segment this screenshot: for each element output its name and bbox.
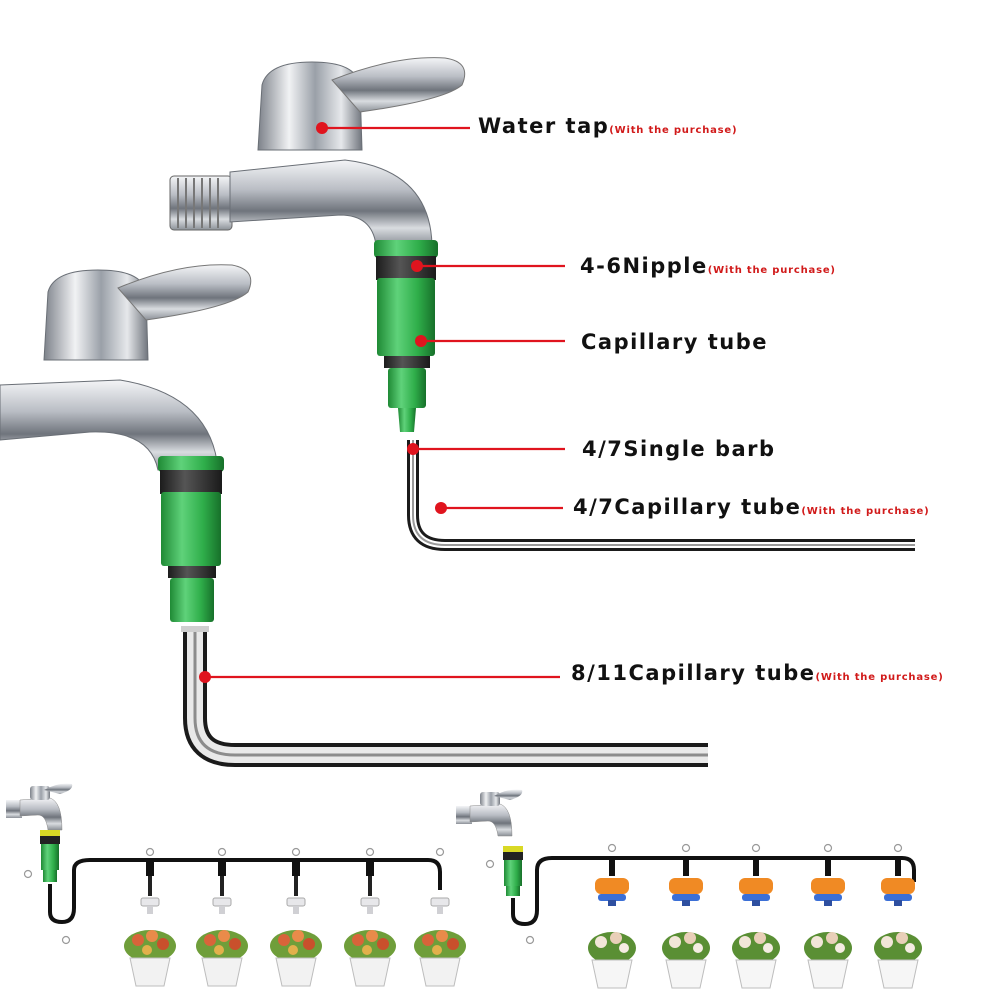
flower-pot-icon (344, 930, 396, 987)
callout-label: 4/7Single barb (582, 437, 776, 461)
dripper-stake (366, 860, 374, 876)
quick-connector-icon (374, 240, 438, 432)
quick-connector-icon (503, 846, 523, 896)
water-tap-icon (456, 789, 523, 837)
diagram-marker (365, 847, 375, 857)
flower-pot-icon (804, 932, 852, 989)
flower-pot-icon (414, 930, 466, 987)
water-tap-icon (6, 783, 73, 831)
kit-orange-emitters (456, 789, 922, 989)
leader-capillary-tube-dot (415, 335, 427, 347)
dripper-tube (753, 858, 759, 876)
dripper-stake (218, 860, 226, 876)
diagram-marker (681, 843, 691, 853)
diagram-marker (751, 843, 761, 853)
dripper-tube (609, 858, 615, 876)
callout-label: 4-6Nipple (580, 254, 708, 278)
dripper-tube (294, 876, 298, 896)
diagram-marker (217, 847, 227, 857)
dripper-stake (146, 860, 154, 876)
diagram-marker (435, 847, 445, 857)
dripper-tube (825, 858, 831, 876)
callout-label: Capillary tube (581, 330, 769, 354)
diagram-marker (525, 935, 535, 945)
flower-pot-icon (124, 930, 176, 987)
diagram-marker (23, 869, 33, 879)
diagram-marker (893, 843, 903, 853)
flower-pot-icon (588, 932, 636, 989)
callout-tube-8-11: 8/11Capillary tube(With the purchase) (571, 661, 944, 685)
quick-connector-icon (40, 830, 60, 882)
mist-nozzle-icon (212, 897, 232, 914)
dripper-tube (368, 876, 372, 896)
dripper-tube (148, 876, 152, 896)
dripper-tube (895, 858, 901, 876)
drip-emitter-icon (595, 878, 629, 906)
mist-nozzle-icon (286, 897, 306, 914)
diagram-marker (823, 843, 833, 853)
callout-water-tap: Water tap(With the purchase) (478, 114, 737, 138)
flower-pot-icon (732, 932, 780, 989)
callout-note: (With the purchase) (609, 125, 738, 136)
flower-pot-icon (196, 930, 248, 987)
quick-connector-icon (158, 456, 224, 622)
leader-tube-8-11-dot (199, 671, 211, 683)
diagram-marker (61, 935, 71, 945)
dripper-tube (220, 876, 224, 896)
diagram-marker (291, 847, 301, 857)
callout-note: (With the purchase) (801, 506, 930, 517)
diagram-marker (607, 843, 617, 853)
callout-label: Water tap (478, 114, 610, 138)
diagram-marker (145, 847, 155, 857)
callout-label: 4/7Capillary tube (573, 495, 802, 519)
mist-nozzle-icon (360, 897, 380, 914)
water-tap-icon (169, 57, 466, 246)
callout-capillary-tube: Capillary tube (581, 330, 768, 354)
drip-emitter-icon (881, 878, 915, 906)
dripper-stake (292, 860, 300, 876)
mist-nozzle-icon (430, 897, 450, 914)
mist-nozzle-icon (140, 897, 160, 914)
callout-note: (With the purchase) (707, 265, 836, 276)
callout-nipple: 4-6Nipple(With the purchase) (580, 254, 836, 278)
kit-white-nozzles (6, 783, 466, 987)
leader-tube-4-7-dot (435, 502, 447, 514)
diagram-marker (485, 859, 495, 869)
callout-leaders (199, 122, 565, 683)
leader-water-tap-dot (316, 122, 328, 134)
leader-single-barb-dot (407, 443, 419, 455)
water-tap-icon (0, 264, 252, 471)
callout-single-barb: 4/7Single barb (582, 437, 776, 461)
dripper-tube (683, 858, 689, 876)
drip-emitter-icon (669, 878, 703, 906)
drip-emitter-icon (811, 878, 845, 906)
leader-nipple-dot (411, 260, 423, 272)
flower-pot-icon (270, 930, 322, 987)
callout-note: (With the purchase) (815, 672, 944, 683)
flower-pot-icon (874, 932, 922, 989)
callout-label: 8/11Capillary tube (571, 661, 816, 685)
callout-tube-4-7: 4/7Capillary tube(With the purchase) (573, 495, 930, 519)
flower-pot-icon (662, 932, 710, 989)
drip-emitter-icon (739, 878, 773, 906)
